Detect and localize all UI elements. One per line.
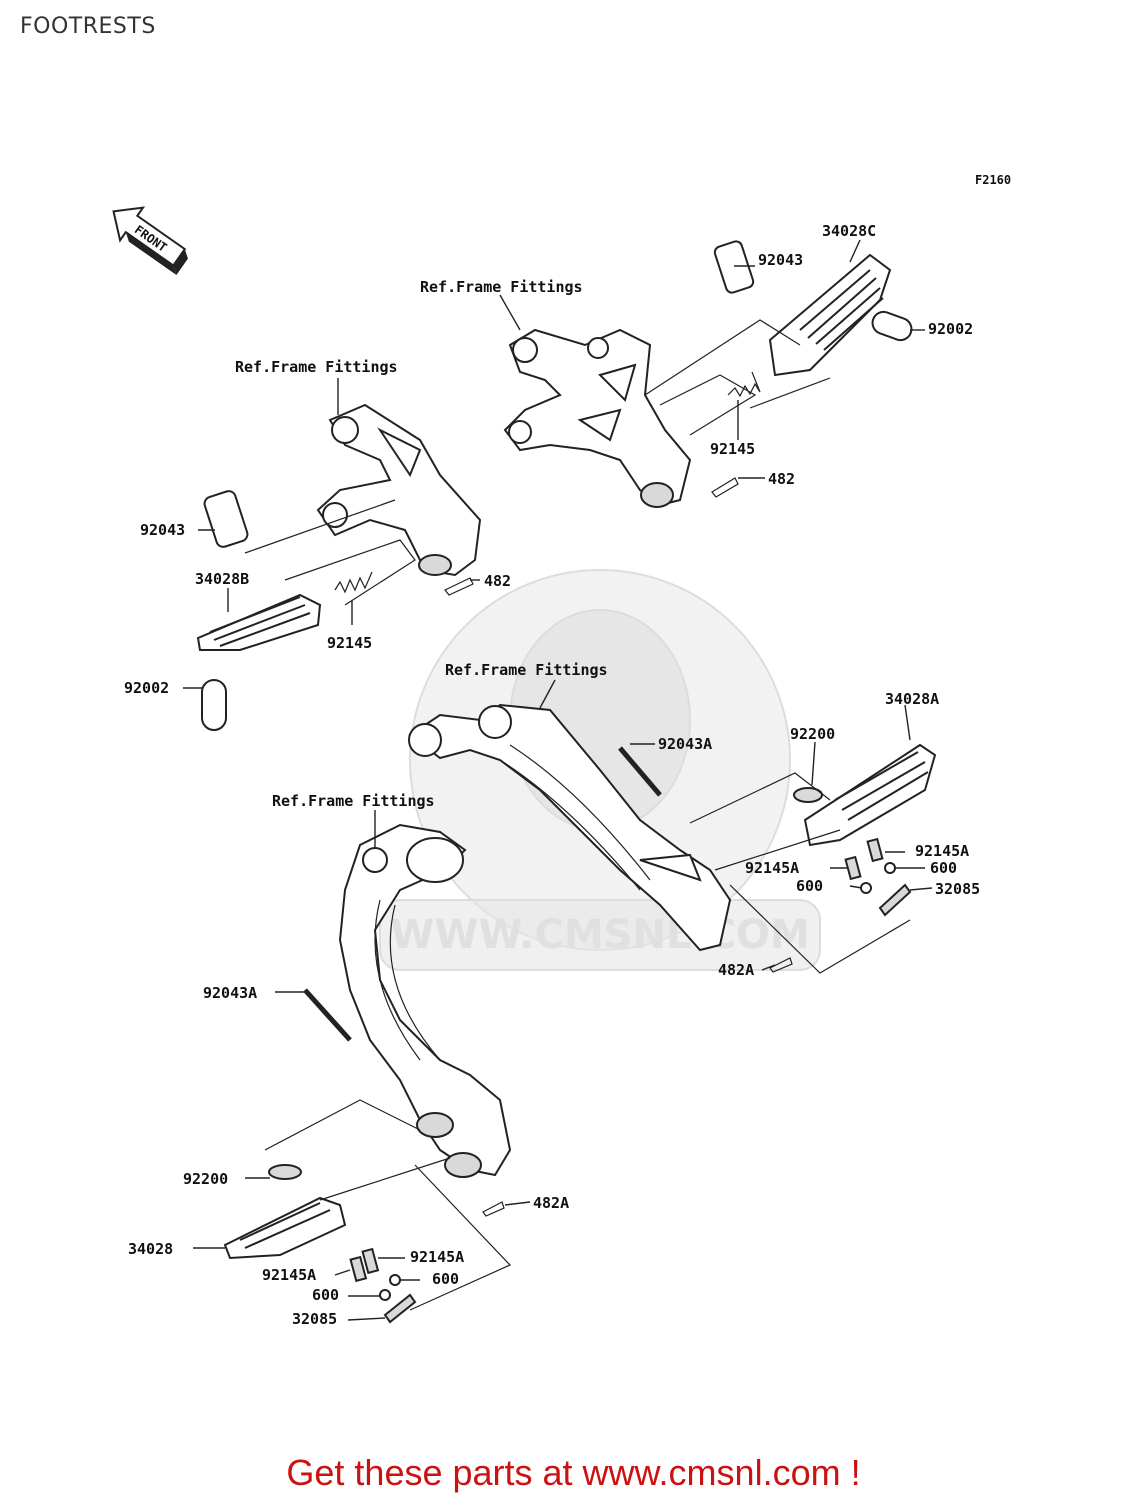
pin-92043A-left <box>303 988 352 1042</box>
footpeg-34028A <box>803 743 937 847</box>
footpeg-34028C <box>768 253 892 377</box>
plate-32085-bottom <box>383 1293 417 1324</box>
springs-92145A-right <box>844 837 884 881</box>
frame-ref-label-bottom: Ref.Frame Fittings <box>272 792 435 810</box>
label-482A-bottom: 482A <box>533 1194 569 1212</box>
label-92043A-left: 92043A <box>203 984 257 1002</box>
rear-left-bracket <box>316 403 482 577</box>
balls-600-right <box>860 862 896 894</box>
label-600-bottom-2: 600 <box>312 1286 339 1304</box>
pin-92043-top <box>713 240 755 294</box>
leaders-top-left <box>183 378 480 689</box>
label-600-right-1: 600 <box>930 859 957 877</box>
label-92145-left: 92145 <box>327 634 372 652</box>
front-arrow-icon: FRONT <box>112 206 188 275</box>
part-labels: Ref.Frame Fittings Ref.Frame Fittings Re… <box>124 222 980 1328</box>
cotter-482-top <box>711 477 739 498</box>
pin-92002-left <box>201 679 227 731</box>
cotter-482-left <box>444 577 474 596</box>
label-482A-right: 482A <box>718 961 754 979</box>
label-92002-top: 92002 <box>928 320 973 338</box>
label-92145A-bottom-1: 92145A <box>410 1248 464 1266</box>
footpeg-34028 <box>223 1196 347 1260</box>
footpeg-34028B <box>196 593 322 651</box>
front-left-bracket <box>338 823 512 1178</box>
cotter-482A-right <box>769 957 793 973</box>
label-34028C: 34028C <box>822 222 876 240</box>
watermark-text: WWW.CMSNL.COM <box>390 912 810 958</box>
label-600-right-2: 600 <box>796 877 823 895</box>
pin-92043-left <box>203 490 249 548</box>
figure-code: F2160 <box>975 173 1011 187</box>
label-32085-bottom: 32085 <box>292 1310 337 1328</box>
label-32085-right: 32085 <box>935 880 980 898</box>
pin-92002-top <box>871 310 913 342</box>
springs-92145A-bottom <box>349 1247 380 1283</box>
leaders-top-right <box>499 239 925 479</box>
rear-right-bracket <box>503 328 692 508</box>
label-92200-bottom: 92200 <box>183 1170 228 1188</box>
front-right-bracket <box>408 703 732 952</box>
frame-ref-label-right: Ref.Frame Fittings <box>445 661 608 679</box>
balls-600-bottom <box>379 1274 401 1301</box>
spring-92145-top <box>727 371 761 398</box>
label-92145A-bottom-2: 92145A <box>262 1266 316 1284</box>
leaders-left <box>193 810 531 1321</box>
label-92200-right: 92200 <box>790 725 835 743</box>
label-92145A-right-2: 92145A <box>745 859 799 877</box>
label-34028: 34028 <box>128 1240 173 1258</box>
washer-92200-right <box>793 787 823 803</box>
label-92043-top: 92043 <box>758 251 803 269</box>
spring-92145-left <box>334 571 373 594</box>
label-92043-left: 92043 <box>140 521 185 539</box>
frame-ref-label-left: Ref.Frame Fittings <box>235 358 398 376</box>
label-92002-left: 92002 <box>124 679 169 697</box>
label-92145A-right-1: 92145A <box>915 842 969 860</box>
label-92145-top: 92145 <box>710 440 755 458</box>
pin-92043A-right <box>618 746 662 797</box>
label-34028B: 34028B <box>195 570 249 588</box>
get-parts-link[interactable]: Get these parts at www.cmsnl.com ! <box>286 1452 861 1493</box>
washer-92200-bottom <box>268 1164 302 1180</box>
label-34028A: 34028A <box>885 690 939 708</box>
label-600-bottom-1: 600 <box>432 1270 459 1288</box>
cotter-482A-bottom <box>482 1201 505 1217</box>
label-92043A-right: 92043A <box>658 735 712 753</box>
page-title: FOOTRESTS <box>20 14 156 39</box>
frame-ref-label-top: Ref.Frame Fittings <box>420 278 583 296</box>
label-482-top: 482 <box>768 470 795 488</box>
leaders-right <box>539 679 933 974</box>
plate-32085-right <box>878 883 912 917</box>
label-482-left: 482 <box>484 572 511 590</box>
